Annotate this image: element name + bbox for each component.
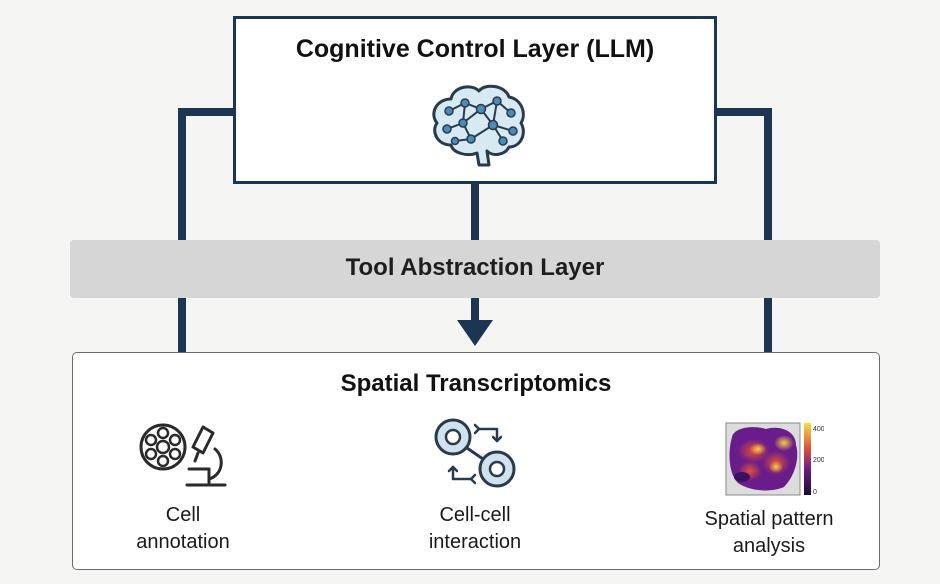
spatial-pattern-label-line2: analysis xyxy=(732,535,806,557)
cell-cell-label-line1: Cell-cell xyxy=(439,504,511,526)
cell-annotation-label-line2: annotation xyxy=(136,531,230,553)
spatial-pattern-label-line1: Spatial pattern xyxy=(704,508,834,530)
module-cell-annotation: Cell annotation xyxy=(83,419,283,556)
tool-abstraction-layer: Tool Abstraction Layer xyxy=(70,240,880,298)
cell-interaction-icon xyxy=(434,418,516,488)
module-spatial-pattern-label: Spatial pattern analysis xyxy=(669,506,869,560)
module-cell-annotation-label: Cell annotation xyxy=(83,502,283,556)
cognitive-control-layer: Cognitive Control Layer (LLM) xyxy=(233,16,717,184)
cell-microscope-icon xyxy=(139,423,227,487)
spatial-transcriptomics-layer: Spatial Transcriptomics xyxy=(72,352,880,570)
module-spatial-pattern-analysis: 400 200 0 Spatial pattern analysis xyxy=(669,417,869,560)
cell-cell-label-line2: interaction xyxy=(428,531,522,553)
module-cell-cell-interaction-label: Cell-cell interaction xyxy=(375,502,575,556)
colorbar-tick-200: 200 xyxy=(813,457,824,464)
brain-network-icon xyxy=(432,84,525,167)
arrow-center-head xyxy=(457,320,493,346)
tool-layer-title: Tool Abstraction Layer xyxy=(345,254,605,281)
colorbar-tick-400: 400 xyxy=(813,426,824,433)
spatial-layer-title: Spatial Transcriptomics xyxy=(340,370,612,397)
cognitive-layer-title: Cognitive Control Layer (LLM) xyxy=(295,35,655,63)
cell-annotation-label-line1: Cell xyxy=(165,504,201,526)
spatial-heatmap-icon: 400 200 0 xyxy=(725,422,825,496)
module-cell-cell-interaction: Cell-cell interaction xyxy=(375,417,575,556)
colorbar-tick-0: 0 xyxy=(813,489,817,496)
